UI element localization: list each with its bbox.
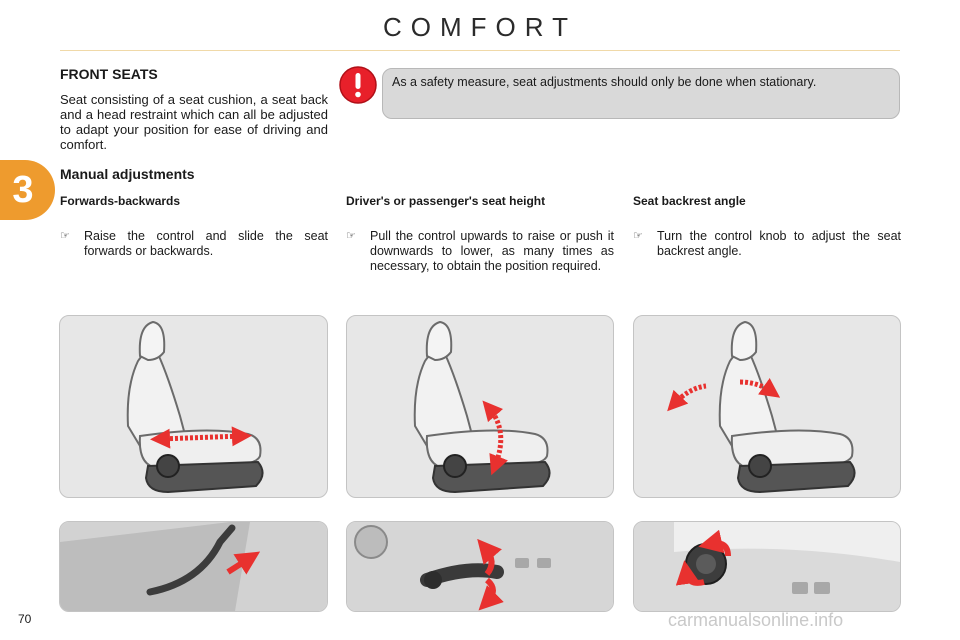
- front-seats-heading: FRONT SEATS: [60, 66, 158, 82]
- warning-text: As a safety measure, seat adjustments sh…: [392, 75, 817, 89]
- seat-height-seat-illustration: [346, 315, 614, 498]
- warning-box: [382, 68, 900, 119]
- backrest-angle-seat-illustration: [633, 315, 901, 498]
- page-number: 70: [18, 612, 32, 626]
- hand-pointer-icon: ☞: [60, 230, 70, 242]
- seat-height-text: Pull the control upwards to raise or pus…: [370, 229, 614, 273]
- hand-pointer-icon: ☞: [633, 230, 643, 242]
- seat-height-heading: Driver's or passenger's seat height: [346, 194, 546, 208]
- chapter-number: 3: [12, 169, 34, 211]
- seat-height-control-closeup: [346, 521, 614, 612]
- watermark: carmanualsonline.info: [668, 610, 844, 630]
- header-divider: [60, 50, 900, 51]
- backrest-angle-heading: Seat backrest angle: [633, 194, 746, 208]
- front-seats-intro: Seat consisting of a seat cushion, a sea…: [60, 92, 328, 152]
- forwards-backwards-instruction: ☞ Raise the control and slide the seat f…: [60, 229, 328, 259]
- manual-adjustments-heading: Manual adjustments: [60, 166, 195, 182]
- forwards-backwards-seat-illustration: [59, 315, 328, 498]
- backrest-angle-text: Turn the control knob to adjust the seat…: [657, 229, 901, 258]
- exclamation-icon: [339, 66, 377, 104]
- backrest-angle-control-closeup: [633, 521, 901, 612]
- forwards-backwards-text: Raise the control and slide the seat for…: [84, 229, 328, 258]
- forwards-backwards-heading: Forwards-backwards: [60, 194, 181, 208]
- backrest-angle-instruction: ☞ Turn the control knob to adjust the se…: [633, 229, 901, 259]
- seat-height-instruction: ☞ Pull the control upwards to raise or p…: [346, 229, 614, 274]
- forwards-backwards-control-closeup: [59, 521, 328, 612]
- hand-pointer-icon: ☞: [346, 230, 356, 242]
- page-title: COMFORT: [383, 12, 577, 42]
- chapter-tab: [0, 160, 55, 220]
